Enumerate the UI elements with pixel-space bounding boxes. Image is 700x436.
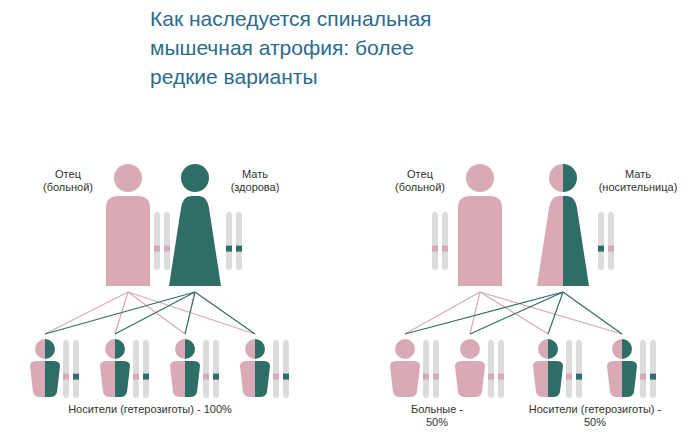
- chromosome-pair: [640, 340, 656, 398]
- inheritance-line: [480, 292, 622, 334]
- person-silhouette: [100, 162, 156, 290]
- inheritance-line: [128, 292, 255, 334]
- parent-figure: Отец (больной): [452, 162, 508, 290]
- chromosome-pair: [203, 340, 219, 398]
- parent-figure: Мать (носительница): [535, 162, 591, 290]
- chromosome-pair: [226, 212, 242, 270]
- child-figure: [30, 339, 60, 397]
- person-silhouette: [535, 162, 591, 290]
- group-caption: Больные - 50%: [408, 403, 466, 429]
- chromosome-pair: [598, 212, 614, 270]
- chromosome-pair: [154, 212, 170, 270]
- child-figure: [390, 339, 420, 397]
- person-silhouette: [452, 162, 508, 290]
- chromosome-pair: [432, 212, 448, 270]
- chromosome-pair: [273, 340, 289, 398]
- parent-figure: Мать (здорова): [167, 162, 223, 290]
- inheritance-line: [405, 292, 480, 334]
- child-figure: [100, 339, 130, 397]
- parent-label: Мать (здорова): [226, 168, 284, 194]
- group-caption: Носители (гетерозиготы) - 50%: [520, 403, 670, 429]
- group-caption: Носители (гетерозиготы) - 100%: [50, 403, 250, 416]
- child-figure: [170, 339, 200, 397]
- chromosome-pair: [63, 340, 79, 398]
- parent-label: Мать (носительница): [594, 168, 682, 194]
- parent-label: Отец (больной): [391, 168, 449, 194]
- chromosome-pair: [133, 340, 149, 398]
- child-figure: [533, 339, 563, 397]
- inheritance-line: [128, 292, 185, 334]
- inheritance-line: [548, 292, 563, 334]
- title: Как наследуется спинальная мышечная атро…: [150, 4, 480, 91]
- inheritance-line: [115, 292, 195, 334]
- chromosome-pair: [566, 340, 582, 398]
- chromosome-pair: [488, 340, 504, 398]
- inheritance-line: [563, 292, 622, 334]
- inheritance-line: [470, 292, 563, 334]
- child-figure: [455, 339, 485, 397]
- inheritance-line: [185, 292, 195, 334]
- inheritance-line: [45, 292, 195, 334]
- inheritance-line: [195, 292, 255, 334]
- parent-figure: Отец (больной): [100, 162, 156, 290]
- inheritance-line: [405, 292, 563, 334]
- parent-label: Отец (больной): [39, 168, 97, 194]
- chromosome-pair: [423, 340, 439, 398]
- child-figure: [607, 339, 637, 397]
- inheritance-line: [470, 292, 480, 334]
- person-silhouette: [167, 162, 223, 290]
- inheritance-line: [45, 292, 128, 334]
- child-figure: [240, 339, 270, 397]
